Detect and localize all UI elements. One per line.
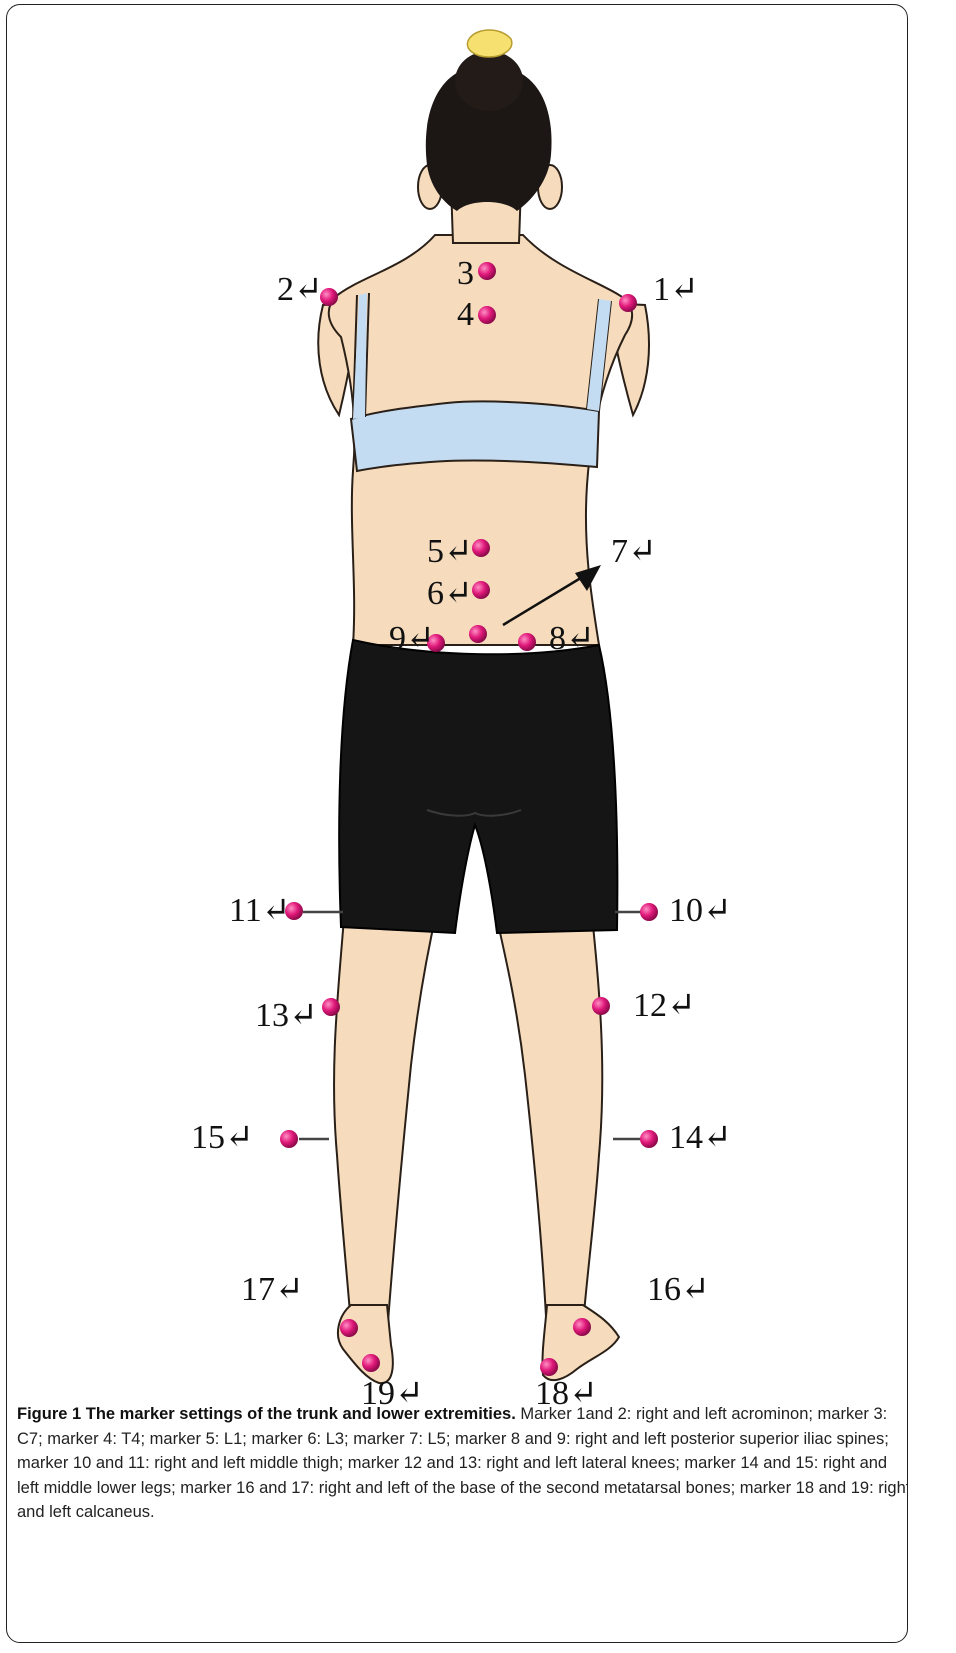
marker-label-6: 6↵ [427, 577, 473, 611]
marker-label-12: 12↵ [633, 989, 696, 1023]
marker-dot-17 [340, 1319, 358, 1337]
legs [334, 905, 602, 1335]
head [418, 30, 562, 243]
marker-dot-16 [573, 1318, 591, 1336]
marker-label-17: 17↵ [241, 1273, 304, 1307]
marker-dot-18 [540, 1358, 558, 1376]
marker-dot-13 [322, 998, 340, 1016]
marker-dot-10 [640, 903, 658, 921]
marker-label-4: 4 [457, 298, 474, 332]
marker-label-16: 16↵ [647, 1273, 710, 1307]
figure-frame: 1↵ 2↵ 3 4 5↵ 6↵ 7↵ 8↵ 9↵ 10↵ 11↵ 12↵ 13↵… [6, 4, 908, 1643]
caption-title: Figure 1 The marker settings of the trun… [17, 1405, 516, 1423]
marker-label-9: 9↵ [389, 622, 435, 656]
marker-dot-12 [592, 997, 610, 1015]
marker-dot-1 [619, 294, 637, 312]
marker-label-10: 10↵ [669, 894, 732, 928]
marker-label-11: 11↵ [229, 894, 290, 928]
marker-label-7: 7↵ [611, 535, 657, 569]
marker-dot-6 [472, 581, 490, 599]
marker-dot-19 [362, 1354, 380, 1372]
marker-label-14: 14↵ [669, 1121, 732, 1155]
marker-dot-8 [518, 633, 536, 651]
marker-dot-15 [280, 1130, 298, 1148]
marker-dot-3 [478, 262, 496, 280]
marker-dot-5 [472, 539, 490, 557]
marker-label-3: 3 [457, 257, 474, 291]
marker-dot-2 [320, 288, 338, 306]
marker-label-1: 1↵ [653, 273, 699, 307]
feet [338, 1305, 619, 1383]
marker-label-8: 8↵ [549, 622, 595, 656]
shorts [339, 640, 617, 933]
body-illustration [7, 5, 908, 1405]
marker-label-15: 15↵ [191, 1121, 254, 1155]
marker-label-13: 13↵ [255, 999, 318, 1033]
marker-dot-4 [478, 306, 496, 324]
marker-dot-7 [469, 625, 487, 643]
marker-label-5: 5↵ [427, 535, 473, 569]
marker-dot-14 [640, 1130, 658, 1148]
figure-caption: Figure 1 The marker settings of the trun… [17, 1402, 908, 1525]
marker-label-2: 2↵ [277, 273, 323, 307]
